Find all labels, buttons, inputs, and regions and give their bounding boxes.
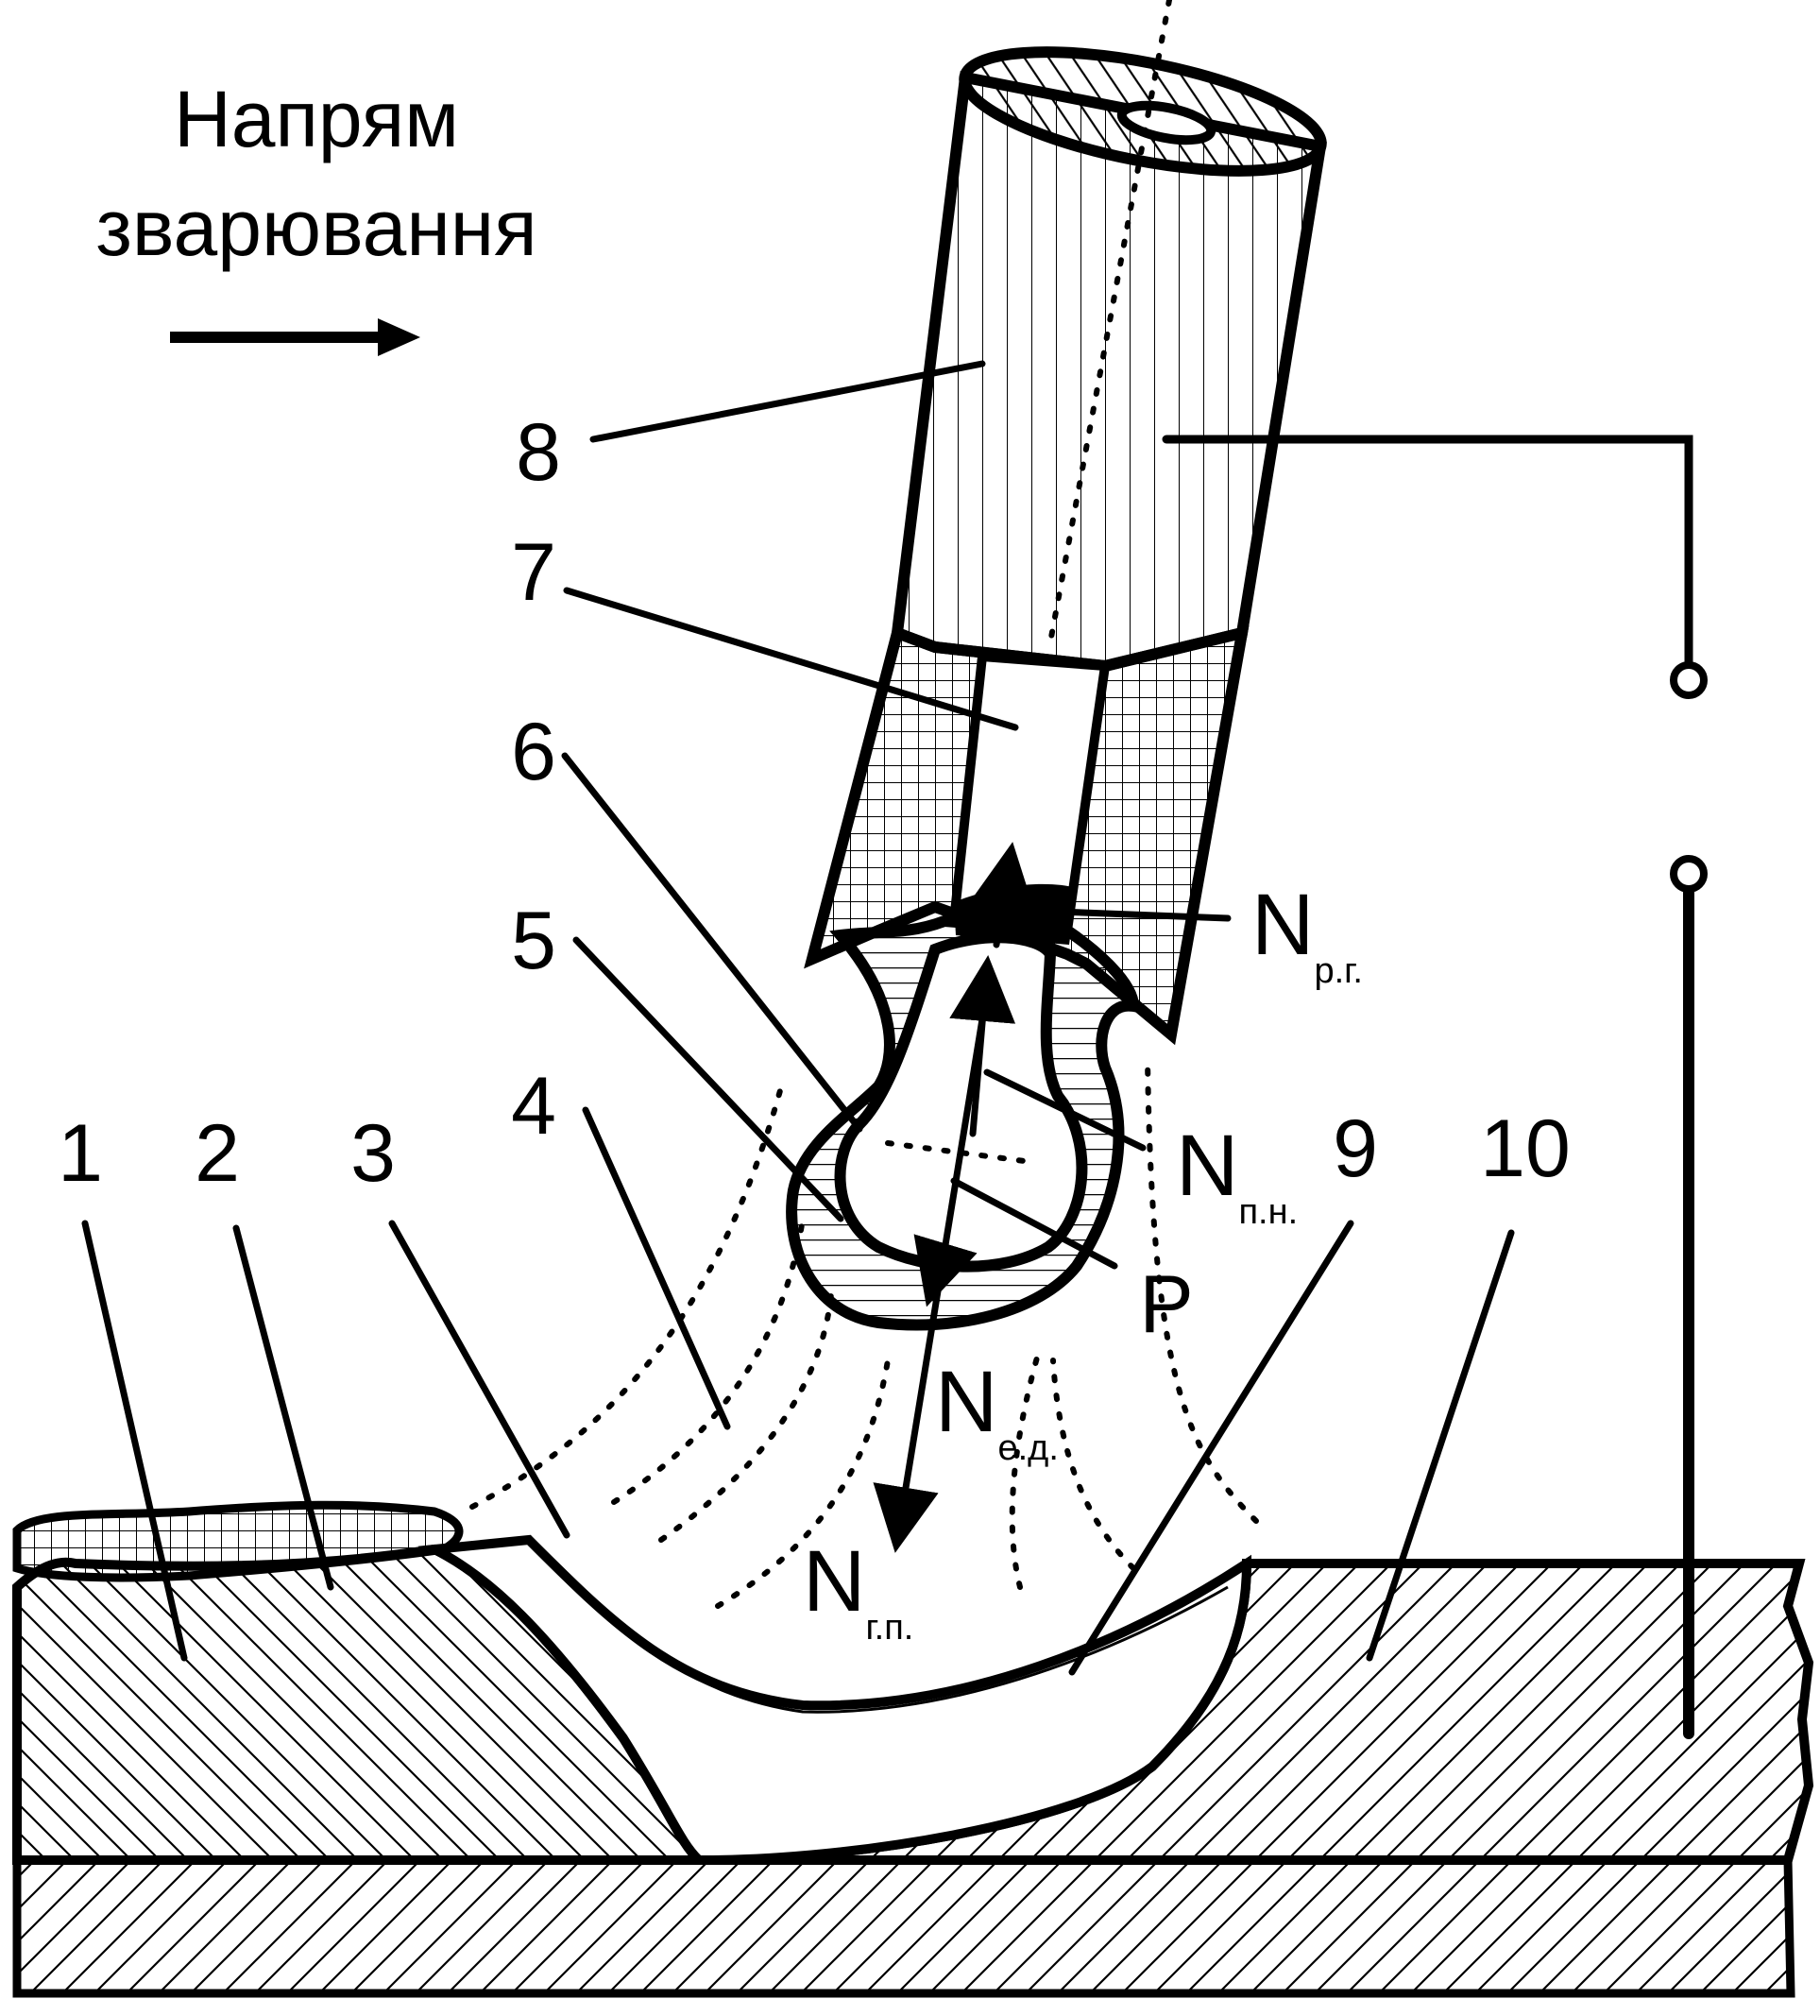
force-label-ed: Nе.д. bbox=[935, 1354, 1059, 1468]
force-label-pn: Nп.н. bbox=[1176, 1118, 1298, 1232]
welding-direction-arrow bbox=[170, 318, 420, 356]
leader-lines bbox=[81, 360, 1515, 1676]
label-4: 4 bbox=[511, 1061, 556, 1152]
title-line-2: зварювання bbox=[95, 183, 536, 272]
base-plate-bottom bbox=[12, 1855, 1795, 1998]
label-1: 1 bbox=[58, 1108, 103, 1199]
force-arrow-ed bbox=[949, 955, 1016, 1137]
label-3: 3 bbox=[350, 1108, 396, 1199]
electrode-coating bbox=[891, 46, 1327, 673]
force-arrow-rg bbox=[969, 842, 1035, 948]
electric-circuit bbox=[1162, 435, 1708, 1739]
label-10: 10 bbox=[1480, 1103, 1571, 1194]
force-label-rg: Nр.г. bbox=[1251, 877, 1363, 991]
slag-crust bbox=[12, 1500, 464, 1582]
force-label-gp: Nг.п. bbox=[803, 1533, 913, 1648]
label-5: 5 bbox=[511, 896, 556, 986]
force-vectors bbox=[873, 842, 1035, 1553]
weld-pool bbox=[417, 1534, 1252, 1866]
label-7: 7 bbox=[511, 527, 556, 618]
arc-boundaries bbox=[469, 0, 1259, 1609]
label-2: 2 bbox=[195, 1108, 240, 1199]
title-line-1: Напрям bbox=[174, 75, 459, 163]
label-8: 8 bbox=[516, 407, 561, 498]
force-arrow-p bbox=[913, 1234, 978, 1307]
label-6: 6 bbox=[511, 707, 556, 797]
label-p: P bbox=[1139, 1259, 1193, 1350]
label-9: 9 bbox=[1333, 1103, 1378, 1194]
